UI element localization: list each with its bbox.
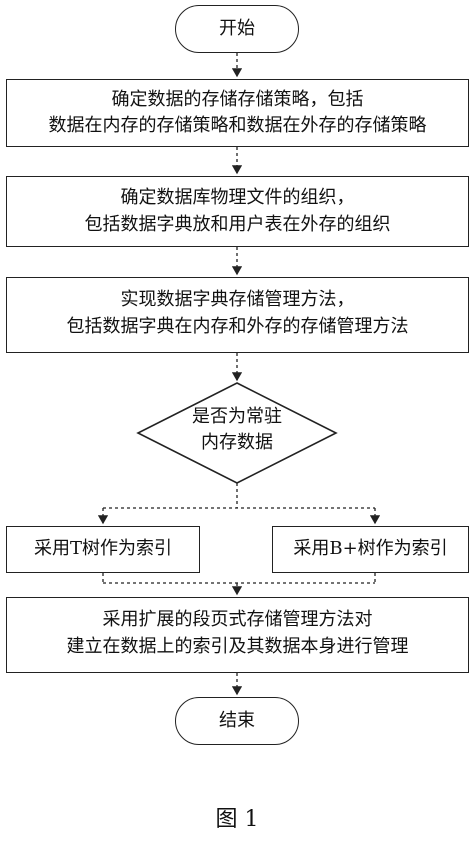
step1-box (6, 79, 469, 147)
step2-box (6, 176, 469, 247)
step4-box (6, 597, 469, 673)
end-label: 结束 (219, 710, 255, 731)
step4-line1: 采用扩展的段页式存储管理方法对 (102, 609, 373, 630)
step2-line1: 确定数据库物理文件的组织， (120, 187, 355, 208)
figure-caption: 图 1 (215, 807, 259, 832)
step2-line2: 包括数据字典放和用户表在外存的组织 (84, 214, 391, 235)
step4-line2: 建立在数据上的索引及其数据本身进行管理 (66, 636, 409, 657)
decision-diamond (136, 382, 338, 484)
decision-line1: 是否为常驻 (192, 406, 282, 427)
end-terminal (175, 697, 299, 745)
step1-line1: 确定数据的存储存储策略，包括 (111, 89, 364, 110)
right-branch-box (272, 526, 469, 573)
step3-line1: 实现数据字典存储管理方法， (120, 289, 355, 310)
step3-box (6, 277, 469, 353)
left-branch-box (6, 526, 200, 573)
start-terminal (175, 5, 299, 53)
decision-line2: 内存数据 (201, 432, 273, 453)
right-branch-label: 采用B+树作为索引 (293, 538, 448, 559)
step1-line2: 数据在内存的存储策略和数据在外存的存储策略 (48, 115, 427, 136)
left-branch-label: 采用T树作为索引 (33, 538, 172, 559)
step3-line2: 包括数据字典在内存和外存的存储管理方法 (66, 316, 409, 337)
start-label: 开始 (219, 18, 255, 39)
